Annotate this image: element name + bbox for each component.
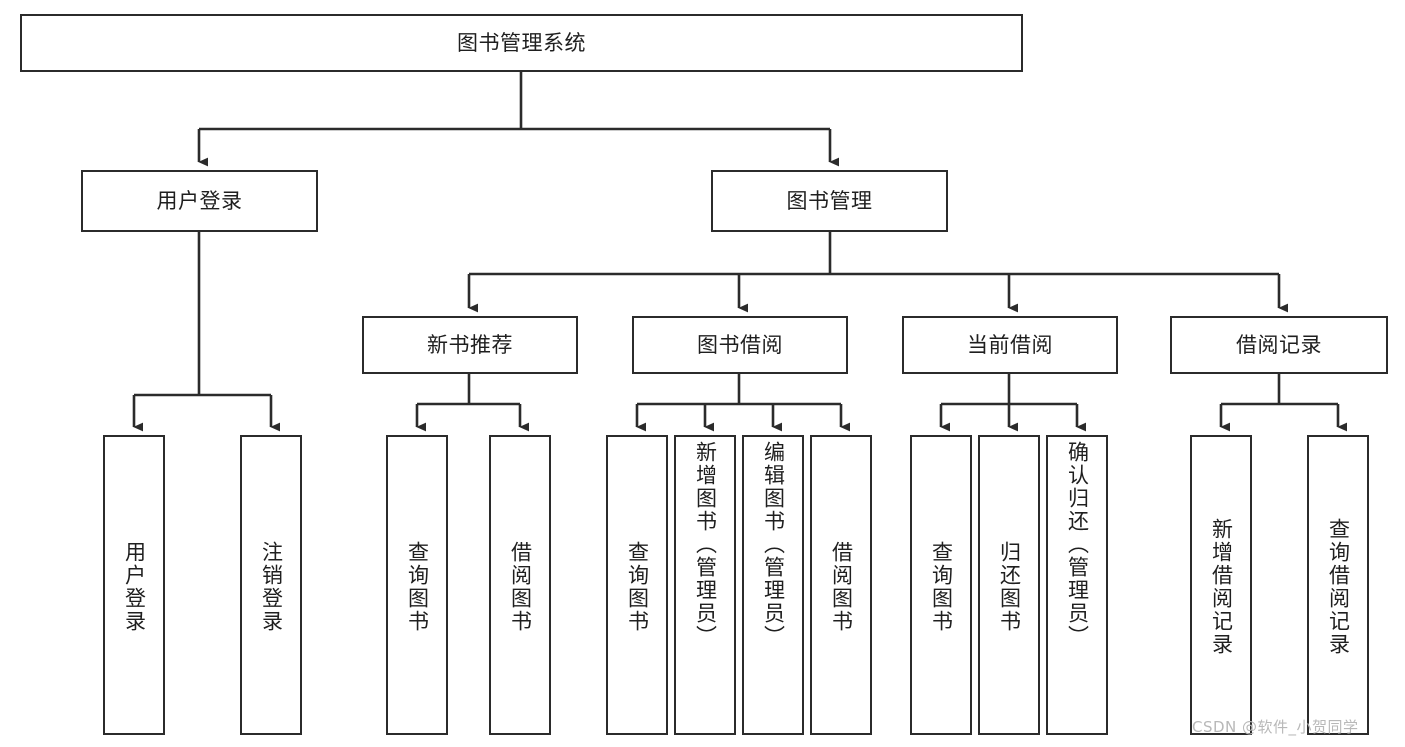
node-label: 借阅图书: [508, 541, 533, 633]
node-book-management[interactable]: 图书管理: [711, 170, 948, 232]
node-label: 新增图书（管理员）: [693, 441, 718, 648]
node-label: 图书借阅: [697, 332, 783, 357]
node-label: 查询图书: [929, 541, 954, 633]
leaf-new-book-query[interactable]: 查询图书: [386, 435, 448, 735]
node-borrow-record[interactable]: 借阅记录: [1170, 316, 1388, 374]
node-book-borrow[interactable]: 图书借阅: [632, 316, 848, 374]
leaf-record-query-record[interactable]: 查询借阅记录: [1307, 435, 1369, 735]
node-new-book-recommend[interactable]: 新书推荐: [362, 316, 578, 374]
node-label: 归还图书: [997, 541, 1022, 633]
csdn-watermark: CSDN @软件_小贺同学: [1192, 718, 1359, 736]
leaf-borrow-query-book[interactable]: 查询图书: [606, 435, 668, 735]
node-root-system[interactable]: 图书管理系统: [20, 14, 1023, 72]
leaf-new-book-borrow[interactable]: 借阅图书: [489, 435, 551, 735]
leaf-borrow-borrow-book[interactable]: 借阅图书: [810, 435, 872, 735]
node-label: 用户登录: [156, 188, 243, 213]
node-label: 图书管理: [786, 188, 873, 213]
leaf-user-login-logout[interactable]: 注销登录: [240, 435, 302, 735]
node-label: 查询图书: [625, 541, 650, 633]
leaf-record-add-record[interactable]: 新增借阅记录: [1190, 435, 1252, 735]
leaf-borrow-add-book-admin[interactable]: 新增图书（管理员）: [674, 435, 736, 735]
leaf-borrow-edit-book-admin[interactable]: 编辑图书（管理员）: [742, 435, 804, 735]
node-label: 编辑图书（管理员）: [761, 441, 786, 648]
node-label: 用户登录: [122, 541, 147, 633]
node-label: 查询借阅记录: [1326, 518, 1351, 656]
node-label: 查询图书: [405, 541, 430, 633]
node-label: 借阅图书: [829, 541, 854, 633]
node-label: 新书推荐: [427, 332, 513, 357]
node-label: 当前借阅: [967, 332, 1053, 357]
node-label: 确认归还（管理员）: [1065, 441, 1090, 648]
leaf-user-login-signin[interactable]: 用户登录: [103, 435, 165, 735]
node-label: 注销登录: [259, 541, 284, 633]
node-current-borrow[interactable]: 当前借阅: [902, 316, 1118, 374]
node-user-login[interactable]: 用户登录: [81, 170, 318, 232]
leaf-current-return-book[interactable]: 归还图书: [978, 435, 1040, 735]
node-label: 新增借阅记录: [1209, 518, 1234, 656]
leaf-current-confirm-return-admin[interactable]: 确认归还（管理员）: [1046, 435, 1108, 735]
node-label: 借阅记录: [1236, 332, 1322, 357]
node-label: 图书管理系统: [457, 30, 586, 55]
leaf-current-query-book[interactable]: 查询图书: [910, 435, 972, 735]
